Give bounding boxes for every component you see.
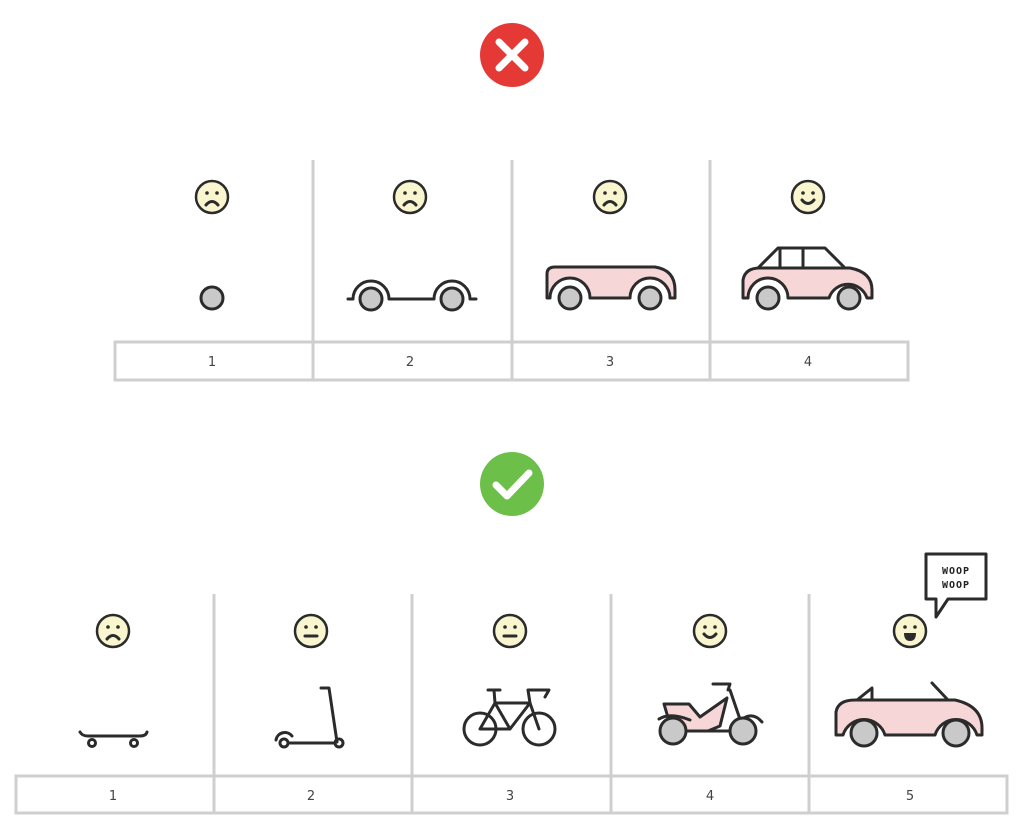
neutral-face-icon <box>293 613 329 649</box>
step-2: 2 <box>274 613 345 804</box>
x-icon <box>480 23 544 87</box>
sad-face-icon <box>95 613 131 649</box>
happy-face-icon <box>692 613 728 649</box>
step-number: 4 <box>804 355 812 370</box>
step-number: 4 <box>706 789 714 804</box>
bubble-text-line2: WOOP <box>942 580 970 591</box>
neutral-face-icon <box>492 613 528 649</box>
speech-bubble: WOOP WOOP <box>924 552 988 619</box>
step-4: 4 <box>657 613 764 804</box>
wrong-approach-section: 1 2 3 4 <box>113 23 910 382</box>
car-body-icon <box>545 265 677 311</box>
step-number: 1 <box>109 789 117 804</box>
motorcycle-icon <box>657 682 764 746</box>
step-number: 5 <box>906 789 914 804</box>
step-1: 1 <box>78 613 149 804</box>
step-3: 3 <box>462 613 557 804</box>
check-icon <box>480 452 544 516</box>
bicycle-icon <box>462 688 557 747</box>
step-number: 2 <box>406 355 414 370</box>
very-happy-face-icon <box>892 613 928 649</box>
step-number: 2 <box>307 789 315 804</box>
sad-face-icon <box>592 179 628 215</box>
chassis-icon <box>346 279 478 312</box>
sad-face-icon <box>392 179 428 215</box>
step-number: 3 <box>606 355 614 370</box>
happy-face-icon <box>790 179 826 215</box>
step-2: 2 <box>346 179 478 370</box>
car-icon <box>741 246 874 311</box>
right-approach-section: 1 2 3 4 <box>14 452 1009 815</box>
step-3: 3 <box>545 179 677 370</box>
step-4: 4 <box>741 179 874 370</box>
sad-face-icon <box>194 179 230 215</box>
step-number-bar <box>113 340 910 382</box>
step-5: WOOP WOOP 5 <box>834 552 988 804</box>
convertible-icon <box>834 681 984 748</box>
wheel-icon <box>199 285 225 311</box>
step-number: 1 <box>208 355 216 370</box>
skateboard-icon <box>78 730 149 748</box>
step-number: 3 <box>506 789 514 804</box>
scooter-icon <box>274 686 345 749</box>
step-number-bar <box>14 774 1009 815</box>
bubble-text-line1: WOOP <box>942 566 970 577</box>
step-1: 1 <box>194 179 230 370</box>
